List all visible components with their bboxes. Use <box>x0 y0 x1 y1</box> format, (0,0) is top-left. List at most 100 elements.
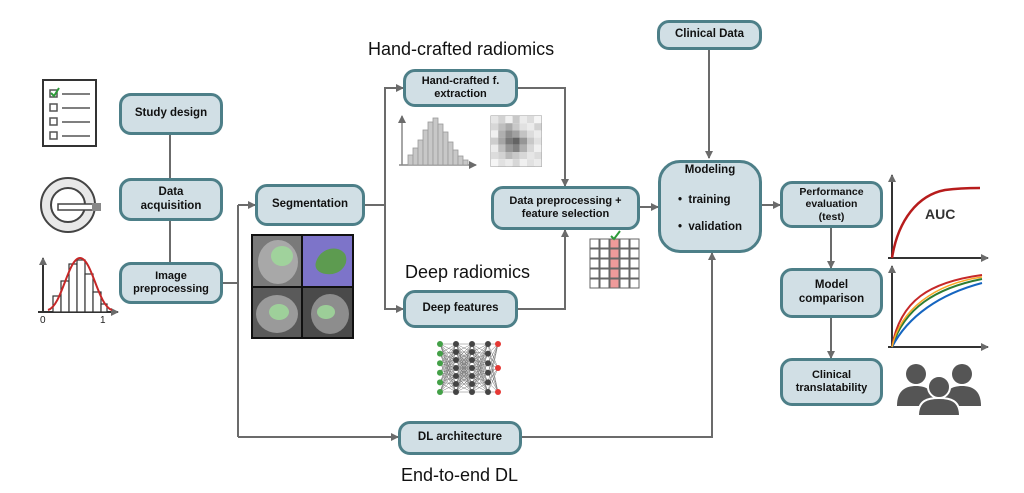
texture-cell <box>512 152 520 160</box>
selection-grid-cell <box>629 258 640 269</box>
check-icon <box>610 230 621 241</box>
mri-slices-icon <box>251 234 354 339</box>
texture-cell <box>491 137 499 145</box>
texture-cell <box>512 116 520 124</box>
nn-edge <box>471 343 489 377</box>
texture-cell <box>527 130 535 138</box>
feature-histogram-icon <box>398 115 477 169</box>
nn-edge <box>439 375 457 393</box>
texture-cell <box>512 137 520 145</box>
nn-edge <box>471 353 489 393</box>
nn-edge <box>471 353 489 377</box>
texture-cell <box>498 116 506 124</box>
texture-cell <box>512 144 520 152</box>
nn-edge <box>439 343 457 373</box>
texture-cell <box>498 137 506 145</box>
texture-cell <box>519 144 527 152</box>
texture-cell <box>519 137 527 145</box>
nn-node <box>469 381 475 387</box>
nn-edge <box>439 359 457 393</box>
nn-edge <box>471 363 489 393</box>
nn-edge <box>439 363 457 385</box>
nn-node <box>437 369 443 376</box>
selection-grid-cell <box>619 258 630 269</box>
selection-grid-cell <box>589 258 600 269</box>
nn-edge <box>471 353 489 385</box>
nn-edge <box>455 375 473 393</box>
dl-architecture-box: DL architecture <box>398 421 522 455</box>
nn-node <box>469 349 475 355</box>
nn-edge <box>471 363 489 385</box>
nn-edge <box>471 372 489 385</box>
texture-cell <box>519 159 527 167</box>
data-acquisition-box: Data acquisition <box>119 178 223 221</box>
nn-node <box>453 341 459 347</box>
modeling-items: • training • validation <box>678 180 742 249</box>
texture-cell <box>505 144 513 152</box>
texture-cell <box>498 152 506 160</box>
nn-edge <box>471 351 489 373</box>
nn-node <box>469 357 475 363</box>
texture-cell <box>527 144 535 152</box>
people-icon <box>897 364 981 417</box>
modeling-item-validation: validation <box>688 221 743 234</box>
nn-node <box>495 341 501 347</box>
modeling-item-training: training <box>688 193 731 206</box>
mri-scanner-icon <box>40 177 101 233</box>
nn-node <box>495 389 501 395</box>
texture-cell <box>491 116 499 124</box>
texture-cell <box>491 130 499 138</box>
nn-edge <box>471 343 489 369</box>
connector-to-handcrafted <box>384 84 404 205</box>
nn-edge <box>487 343 499 373</box>
selection-grid-cell <box>609 268 620 279</box>
nn-node <box>437 350 443 357</box>
selection-grid-cell <box>629 238 640 249</box>
selection-grid-cell <box>609 278 620 289</box>
texture-cell <box>534 123 542 131</box>
selection-grid-cell <box>629 248 640 259</box>
deep-features-box: Deep features <box>403 290 518 328</box>
texture-cell <box>512 159 520 167</box>
nn-edge <box>471 363 489 377</box>
selection-grid-cell <box>589 268 600 279</box>
texture-cell <box>527 137 535 145</box>
texture-cell <box>505 123 513 131</box>
nn-edge <box>487 343 499 369</box>
texture-cell <box>534 137 542 145</box>
connector-dl-to-modeling <box>522 252 716 438</box>
nn-node <box>437 360 443 367</box>
texture-cell <box>505 137 513 145</box>
texture-cell <box>527 152 535 160</box>
modeling-box: Modeling • training • validation <box>658 160 762 253</box>
selection-grid-cell <box>599 278 610 289</box>
model-comparison-box: Model comparison <box>780 268 883 318</box>
nn-node <box>437 389 443 395</box>
auc-curve-icon <box>888 174 989 262</box>
nn-node <box>485 369 491 376</box>
nn-node <box>469 373 475 379</box>
texture-cell <box>534 159 542 167</box>
nn-edge <box>439 363 457 377</box>
nn-edge <box>471 359 489 373</box>
texture-cell <box>534 144 542 152</box>
texture-cell <box>527 123 535 131</box>
nn-edge <box>439 343 457 364</box>
nn-edge <box>487 367 499 393</box>
deep-radiomics-label: Deep radiomics <box>405 262 531 282</box>
texture-matrix-icon <box>490 115 542 167</box>
nn-edge <box>455 343 473 369</box>
nn-node <box>453 365 459 371</box>
auc-label: AUC <box>925 206 956 222</box>
nn-edge <box>471 351 489 364</box>
connector-deep-to-preprocessing <box>518 229 569 310</box>
nn-edge <box>439 351 457 364</box>
nn-node <box>437 341 443 347</box>
nn-node <box>437 379 443 386</box>
handcrafted-extraction-box: Hand-crafted f. extraction <box>403 69 518 107</box>
nn-node <box>469 365 475 371</box>
texture-cell <box>527 116 535 124</box>
selection-grid-cell <box>609 238 620 249</box>
nn-node <box>453 357 459 363</box>
texture-cell <box>498 130 506 138</box>
